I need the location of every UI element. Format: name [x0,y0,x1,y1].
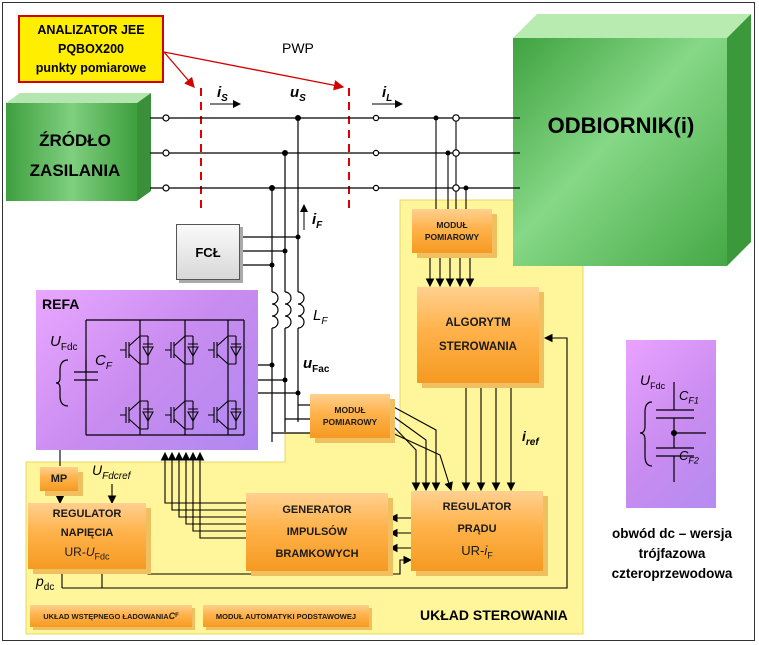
module-top-line2: POMIAROWY [424,232,480,242]
lf-label: LF [313,307,328,327]
current-reg-line1: REGULATOR [442,500,512,513]
udcref-label: UFdcref [92,462,131,482]
if-label: iF [312,211,323,231]
us-label: uS [290,84,306,104]
analyzer-line3: punkty pomiarowe [35,61,147,75]
inset-cf1-label: CF1 [679,388,699,406]
pwp-label: PWP [282,40,314,56]
module-mid-line2: POMIAROWY [322,417,378,427]
fcl-label: FCŁ [195,244,221,260]
current-reg-line3: UR-iF [461,542,493,561]
module-top-line1: MODUŁ [436,220,468,230]
udc-brace [56,359,69,407]
current-reg-line2: PRĄDU [457,522,497,535]
inset-capacitors [639,382,706,482]
module-mid-line1: MODUŁ [334,405,366,415]
mp-box: MP [40,467,78,491]
udc-label: UFdc [50,333,78,353]
is-label: iS [217,84,228,104]
source-label-line2: ZASILANIA [29,161,121,180]
mp-label: MP [50,473,68,485]
inverter-bridge [74,319,245,436]
igbt-switch [165,335,199,365]
pdc-label: pdc [36,573,55,593]
control-system-label: UKŁAD STEROWANIA [420,607,568,623]
module-mid-box: MODUŁ POMIAROWY [310,394,390,438]
inset-udc-label: UFdc [640,372,666,391]
algorithm-line1: ALGORYTM [445,317,511,329]
igbt-switch [165,400,199,430]
inset-caption-line1: obwód dc – wersja [611,526,733,541]
generator-line3: BRAMKOWYCH [275,548,359,560]
automation-box: MODUŁ AUTOMATYKI PODSTAWOWEJ [203,605,369,627]
iref-label: iref [522,428,539,448]
voltage-reg-line1: REGULATOR [52,508,122,521]
analyzer-box: ANALIZATOR JEE PQBOX200 punkty pomiarowe [18,15,164,83]
generator-line2: IMPULSÓW [286,526,348,538]
inset-caption-line3: czteroprzewodowa [611,566,733,581]
igbt-switch [208,335,242,365]
generator-line1: GENERATOR [282,504,352,516]
analyzer-line1: ANALIZATOR JEE [37,23,145,37]
module-top-box: MODUŁ POMIAROWY [412,209,492,253]
voltage-reg-line3: UR-UFdc [64,545,110,562]
load-block [513,14,751,266]
voltage-regulator-box: REGULATOR NAPIĘCIA UR-UFdc [28,503,146,569]
igbt-switch [120,335,154,365]
ufac-label: uFac [303,355,330,375]
algorithm-line2: STEROWANIA [439,341,517,353]
refa-label: REFA [42,296,80,312]
igbt-switch [120,400,154,430]
voltage-reg-line2: NAPIĘCIA [60,527,114,540]
source-label-line1: ŹRÓDŁO [39,131,111,150]
analyzer-line2: PQBOX200 [57,42,124,56]
inset-cf2-label: CF2 [679,448,699,466]
inset-caption-line2: trójfazowa [638,546,706,561]
igbt-switch [208,400,242,430]
inset-dc-block [626,340,716,508]
load-label: ODBIORNIK(i) [547,113,695,138]
fcl-box: FCŁ [176,224,240,280]
source-block [6,93,151,201]
il-label: iL [382,84,393,104]
generator-box: GENERATOR IMPULSÓW BRAMKOWYCH [246,493,388,571]
cf-label: CF [95,352,112,372]
inset-caption: obwód dc – wersja trójfazowa czteroprzew… [590,524,754,584]
current-regulator-box: REGULATOR PRĄDU UR-iF [411,491,543,571]
algorithm-box: ALGORYTM STEROWANIA [417,287,539,383]
